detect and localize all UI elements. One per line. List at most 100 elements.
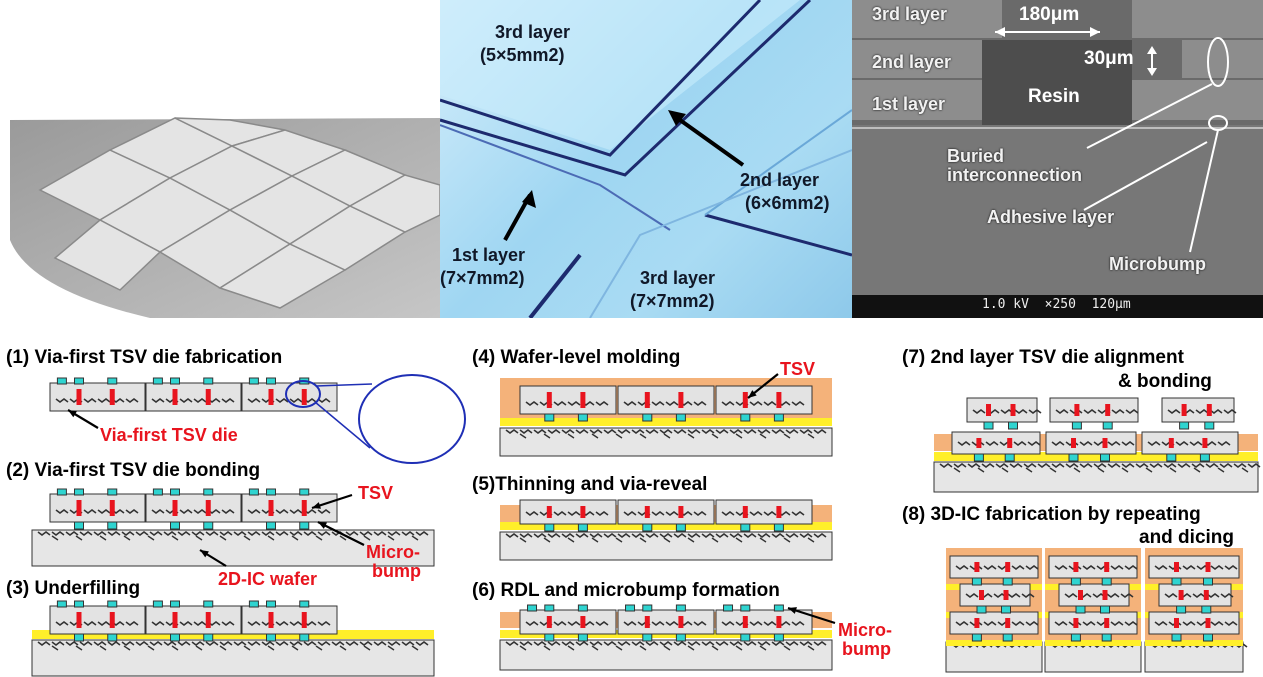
2d-ic-wafer [31, 529, 435, 567]
microbump [1203, 577, 1213, 586]
tsv-via [172, 500, 178, 516]
tsv-die [715, 385, 813, 415]
microbump [1008, 421, 1018, 430]
tsv-via [1078, 590, 1083, 600]
tsv-die [1148, 611, 1240, 635]
tsv-via [546, 506, 552, 518]
sem-adhesive-label: Adhesive layer [987, 207, 1115, 227]
microbump [1176, 605, 1187, 614]
tsv-die [617, 385, 715, 415]
tsv-via [1102, 590, 1108, 600]
wiring-pattern [1167, 409, 1237, 414]
sem-info-bar: 1.0 kV ×250 120μm [982, 297, 1131, 312]
microbump [577, 604, 588, 612]
microbump [1166, 453, 1177, 462]
microbump [1001, 605, 1011, 614]
tsv-via [301, 389, 307, 405]
layer-plates-graphic [440, 0, 852, 318]
tsv-via [109, 389, 115, 405]
wiring-pattern [623, 621, 707, 626]
2d-ic-wafer [31, 639, 435, 677]
wiring-pattern [151, 398, 235, 403]
wiring-pattern [1164, 593, 1234, 598]
tsv-die [1161, 397, 1235, 423]
microbump [1100, 453, 1110, 462]
wiring-pattern [55, 621, 139, 626]
microbump [152, 488, 163, 496]
microbump [983, 421, 994, 430]
arrow-tsv-step4-head [748, 390, 757, 398]
microbump [170, 600, 180, 608]
label-3rd-layer-bottom: 3rd layer [640, 268, 716, 288]
via-first-die-label: Via-first TSV die [100, 425, 238, 445]
tsv-via [1203, 590, 1209, 600]
step-8-title-line2: and dicing [1139, 527, 1234, 548]
label-2nd-layer: 2nd layer [740, 170, 820, 190]
wiring-pattern [721, 621, 805, 626]
tsv-die [241, 605, 338, 635]
label-3rd-layer-top: 3rd layer [495, 22, 571, 42]
underfill-layer [1145, 640, 1243, 646]
microbump [248, 377, 259, 385]
microbump [1204, 421, 1215, 430]
microbump-label-step2-line1: Micro- [366, 542, 420, 562]
tsv-via [678, 392, 684, 408]
underfill-layer [934, 452, 1258, 461]
microbump-label-step2-line2: bump [372, 561, 421, 581]
tsv-via [1007, 438, 1013, 448]
wiring-pattern [37, 531, 429, 536]
wiring-pattern [1064, 593, 1134, 598]
microbump [107, 377, 118, 385]
wiring-pattern [505, 641, 827, 646]
tsv-via [644, 616, 650, 628]
zoom-line-2 [314, 401, 371, 449]
microbump [1203, 633, 1213, 642]
microbump [1070, 577, 1081, 586]
step-7-title-line2: & bonding [1118, 371, 1212, 392]
microbump [544, 633, 555, 642]
microbump [1101, 633, 1112, 642]
microbump [1004, 453, 1015, 462]
wiring-pattern [623, 401, 707, 406]
tsv-via [76, 389, 82, 405]
tsv-via [1073, 562, 1079, 572]
wiring-pattern [55, 398, 139, 403]
microbump [170, 521, 180, 530]
sem-height-label: 30μm [1084, 48, 1134, 69]
microbump [544, 413, 555, 422]
wiring-pattern [505, 533, 827, 538]
microbump [675, 413, 686, 422]
microbump [740, 523, 751, 532]
microbump [577, 413, 588, 422]
microbump [1179, 421, 1190, 430]
wafer-wiring [519, 537, 815, 543]
microbump [203, 633, 214, 642]
tsv-via [546, 392, 552, 408]
sem-resin-label: Resin [1028, 86, 1080, 107]
tsv-via [109, 500, 115, 516]
microbump [642, 604, 653, 612]
tsv-via [109, 612, 115, 628]
microbump [170, 633, 180, 642]
microbump [1002, 577, 1013, 586]
microbump [642, 633, 653, 642]
wafer-wiring [953, 467, 1249, 473]
microbump [74, 488, 84, 496]
microbump [1068, 453, 1079, 462]
step-2-title: (2) Via-first TSV die bonding [6, 460, 261, 481]
tsv-via [1174, 618, 1179, 628]
tsv-label-step4: TSV [780, 359, 816, 379]
sem-microbump-label: Microbump [1109, 254, 1206, 274]
tsv-die [1045, 431, 1137, 455]
tsv-die [241, 493, 338, 523]
step-4-title: (4) Wafer-level molding [472, 347, 681, 368]
tsv-via [742, 616, 748, 628]
tsv-via [1206, 404, 1212, 416]
microbump [642, 413, 653, 422]
tsv-via [974, 562, 980, 572]
tsv-via [1174, 562, 1179, 572]
label-3rd-layer-bottom-size: (7×7mm2) [630, 291, 715, 311]
label-1st-layer: 1st layer [452, 245, 526, 265]
wiring-pattern [247, 398, 331, 403]
microbump [773, 523, 784, 532]
